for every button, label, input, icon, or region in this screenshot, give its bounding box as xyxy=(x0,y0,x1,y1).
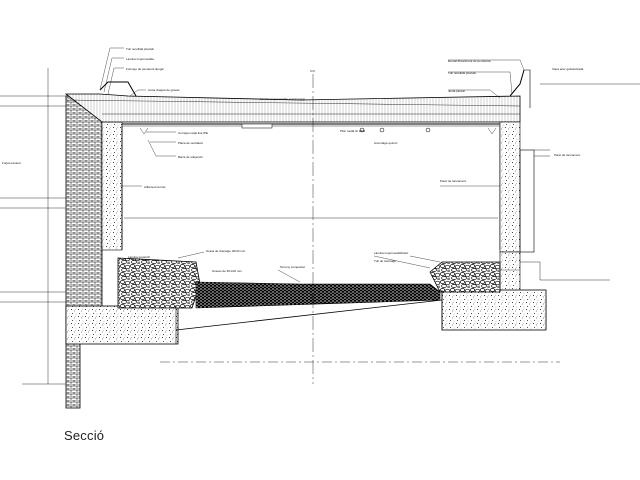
label-roof-note: Lamina impermeable sota formigo xyxy=(260,97,306,101)
label-top-left-4: Llosa d'aigua de gravas xyxy=(148,88,180,92)
label-bottom-left-3: Graves de 60-100 mm xyxy=(212,269,242,273)
label-top-right-3: Junta pluvial xyxy=(448,89,465,93)
section-caption: Secció xyxy=(64,428,105,443)
leader-lines xyxy=(99,47,525,283)
gravel-bed-right xyxy=(429,261,501,293)
label-top-right-2: Tub recollida pluvials xyxy=(448,71,476,75)
label-top-right-1: Remat fibrociment de la coberta xyxy=(448,59,491,63)
label-bottom-right-2: Tub de drenatge xyxy=(374,259,396,263)
label-bottom-mid: Terreny compactat xyxy=(280,265,305,269)
base-slope xyxy=(175,299,443,331)
center-axis: C/C xyxy=(310,69,316,384)
label-top-left-1: Tub recollida pluvials xyxy=(126,47,154,51)
gravel-bed-left xyxy=(117,257,201,309)
label-bottom-right-1: Làmina impermeabilitzant xyxy=(374,251,408,255)
label-mid-left-2: Placa de ventilació xyxy=(178,141,203,145)
label-bottom-left-1: Grava de drenatge 20/40 mm xyxy=(206,249,246,253)
label-mid-left-3: Barra de subjecció xyxy=(178,155,203,159)
annotations: Tub recollida pluvials Lamina impermeabl… xyxy=(2,47,584,273)
fine-layer xyxy=(195,281,441,309)
label-far-right: Xapa acer galvanitzada xyxy=(552,67,584,71)
right-structure xyxy=(499,83,640,330)
label-mid-left-4: Aïllament tèrmic xyxy=(144,185,166,189)
label-far-left: Forjat existent xyxy=(2,161,21,165)
label-top-left-2: Lamina impermeable xyxy=(126,57,154,61)
axis-mark: C/C xyxy=(310,69,316,73)
foundation-right xyxy=(441,289,547,331)
label-mid-left-1: Corretja metàl·lica IPE xyxy=(178,131,208,135)
label-mid-right-3: Paret de tancament xyxy=(440,179,466,183)
label-bottom-left-2: Làmina geotèxtil xyxy=(128,255,150,259)
label-mid-right-1: Pilar metàl·lic HEB xyxy=(340,129,365,133)
label-right-wall: Paret de tancament xyxy=(554,153,580,157)
label-mid-right-2: Ancoratge químic xyxy=(374,141,398,145)
inner-wall-left xyxy=(101,121,123,251)
brick-wall-left xyxy=(65,95,103,313)
label-top-left-3: Formigo de pendents lleuger xyxy=(126,67,164,71)
left-guides xyxy=(0,68,80,385)
roof-slab xyxy=(64,69,531,123)
foundation-left xyxy=(65,305,179,345)
fixing-symbols xyxy=(139,123,497,135)
